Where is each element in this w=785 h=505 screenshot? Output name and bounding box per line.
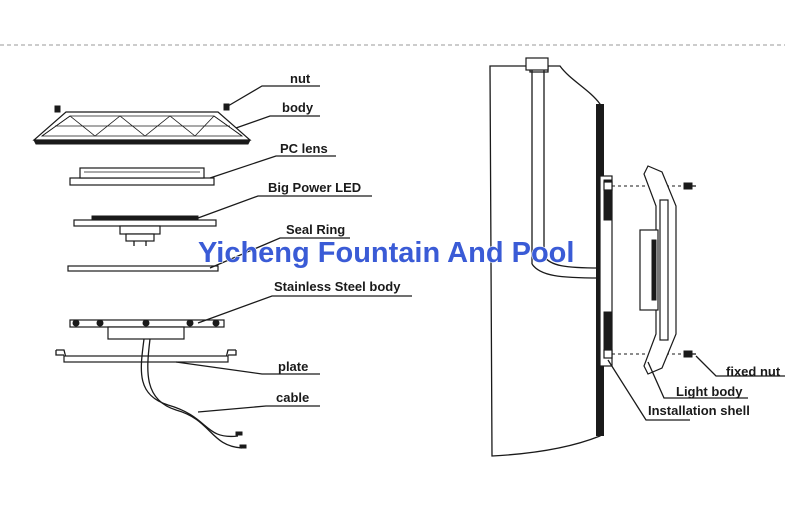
watermark-text: Yicheng Fountain And Pool: [198, 237, 574, 269]
screw-bottom-icon: [683, 350, 696, 358]
leader-cable: [197, 405, 320, 413]
leader-nut: [227, 85, 320, 107]
leader-seal-ring: [209, 237, 350, 269]
leader-led: [197, 195, 372, 219]
led-board: [73, 215, 217, 246]
label-stainless-steel-body: Stainless Steel body: [274, 279, 401, 294]
exploded-view: nut body PC lens Big Power LED Seal Ring…: [32, 71, 412, 449]
installation-view: fixed nut Light body Installation shell: [489, 57, 785, 457]
leader-plate: [175, 361, 320, 375]
label-cable: cable: [276, 390, 309, 405]
label-body: body: [282, 100, 314, 115]
label-fixed-nut: fixed nut: [726, 364, 781, 379]
mounting-plate: [55, 349, 237, 363]
leader-fixed-nut: [695, 355, 785, 377]
cable: [140, 338, 247, 449]
seal-ring: [67, 265, 219, 272]
label-pc-lens: PC lens: [280, 141, 328, 156]
conduit-pipe: [525, 57, 601, 279]
leader-installation-shell: [607, 359, 690, 421]
nut-left: [54, 105, 61, 113]
screw-top-icon: [683, 182, 696, 190]
label-installation-shell: Installation shell: [648, 403, 750, 418]
leader-stainless: [197, 295, 412, 324]
label-plate: plate: [278, 359, 308, 374]
light-body: [639, 165, 677, 375]
leader-light-body: [647, 361, 748, 399]
leader-body: [235, 115, 320, 129]
label-light-body: Light body: [676, 384, 743, 399]
stainless-steel-body: [69, 319, 225, 340]
installation-shell: [599, 175, 613, 367]
label-big-power-led: Big Power LED: [268, 180, 361, 195]
body-frame: [32, 111, 252, 145]
nut-right: [223, 103, 230, 111]
pc-lens: [69, 167, 215, 186]
label-seal-ring: Seal Ring: [286, 222, 345, 237]
label-nut: nut: [290, 71, 311, 86]
leader-pc-lens: [209, 155, 336, 179]
